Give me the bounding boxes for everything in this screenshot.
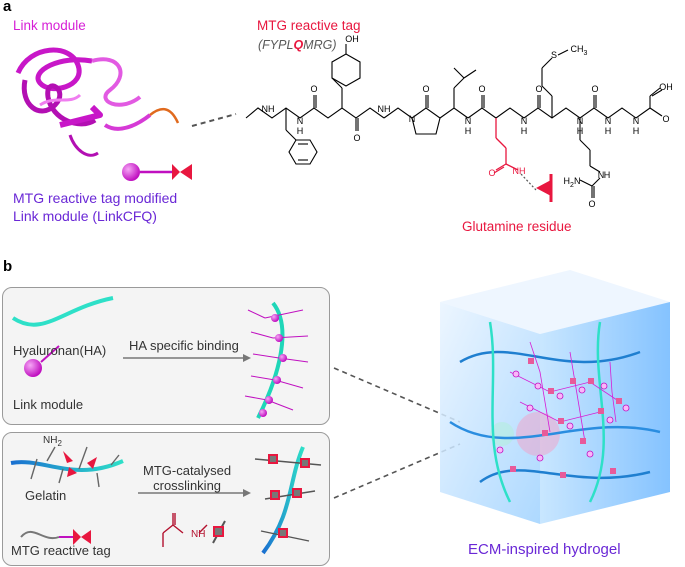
chem-h-5: H (605, 126, 612, 136)
chem-h-4: H (577, 126, 584, 136)
chem-ch3: CH3 (571, 44, 588, 57)
chem-o-7: O (662, 114, 669, 124)
panel-a-label: a (3, 0, 12, 15)
ha-binding-box: Hyaluronan(HA) HA specific binding Link … (2, 287, 330, 425)
chem-o-4: O (478, 84, 485, 94)
tag-seq-glutamine: Q (293, 38, 304, 52)
hydrogel-label: ECM-inspired hydrogel (468, 541, 621, 558)
chem-n-1: N (297, 116, 304, 126)
link-module-protein-ribbon (15, 47, 180, 157)
chem-oh: OH (345, 34, 359, 44)
hyaluronan-label: Hyaluronan(HA) (13, 343, 107, 358)
link-module-label: Link module (13, 397, 84, 412)
chem-nh-1: NH (262, 104, 275, 114)
peptide-chemical-structure: NH N H O OH O NH O N N H O N H O S CH3 N… (245, 34, 673, 209)
ha-binding-label: HA specific binding (129, 338, 239, 353)
nh2-label: NH2 (43, 435, 62, 448)
crosslinking-illustration: NH (10, 446, 322, 555)
glutamine-residue-label: Glutamine residue (462, 219, 572, 234)
chem-gln-nh: NH (513, 166, 526, 176)
tag-seq-suffix: MRG) (303, 38, 337, 52)
chem-s: S (551, 50, 557, 60)
modified-link-module-line1: MTG reactive tag modified (13, 190, 178, 206)
chem-nh-3: N (598, 170, 605, 180)
chem-gln-o: O (488, 168, 495, 178)
chem-n-2: N (409, 114, 416, 124)
chem-o-8: O (588, 199, 595, 209)
crosslinking-line1: MTG-catalysed (143, 463, 232, 478)
link-module-title: Link module (13, 18, 86, 33)
modified-link-module-line2: Link module (LinkCFQ) (13, 208, 157, 224)
panel-b-label: b (3, 258, 13, 275)
chem-o-5: O (535, 84, 542, 94)
chem-n-5: N (577, 116, 584, 126)
tag-sequence: (FYPLQMRG) (258, 38, 337, 52)
tag-seq-prefix: (FYPL (258, 38, 294, 52)
nh2-text: NH (43, 435, 58, 446)
chem-h2n: H2N (564, 176, 581, 189)
ha-binding-illustration (11, 296, 309, 419)
chem-nh-2: NH (378, 104, 391, 114)
gelatin-label: Gelatin (25, 488, 67, 503)
crosslinking-box: NH NH2 Gelatin MTG-catalysed crosslinkin… (2, 432, 330, 566)
chem-o-1: O (310, 84, 317, 94)
chem-h-2: H (465, 126, 472, 136)
mtg-reactive-tag-label: MTG reactive tag (11, 543, 111, 558)
amide-nh-label: NH (191, 529, 205, 540)
chem-o-6: O (591, 84, 598, 94)
mtg-reactive-tag-title: MTG reactive tag (257, 18, 361, 33)
crosslinking-line2: crosslinking (153, 478, 222, 493)
chem-n-6: N (605, 116, 612, 126)
chem-h-6: H (633, 126, 640, 136)
chem-n-4: N (521, 116, 528, 126)
chem-oh-2: OH (659, 82, 673, 92)
chem-n-7: N (633, 116, 640, 126)
linkcfq-glyph (122, 163, 192, 181)
chem-h-7: H (604, 170, 611, 180)
nh2-subscript: 2 (57, 439, 62, 448)
protein-to-peptide-dashed-line (191, 113, 237, 127)
chem-h-1: H (297, 126, 304, 136)
box-to-hydrogel-dashed-lines (333, 367, 461, 499)
chem-h-3: H (521, 126, 528, 136)
crosslinking-label: MTG-catalysed crosslinking (143, 463, 231, 493)
chem-o-3: O (422, 84, 429, 94)
chem-o-2: O (353, 133, 360, 143)
chem-n-3: N (465, 116, 472, 126)
hydrogel-cube (440, 270, 670, 524)
